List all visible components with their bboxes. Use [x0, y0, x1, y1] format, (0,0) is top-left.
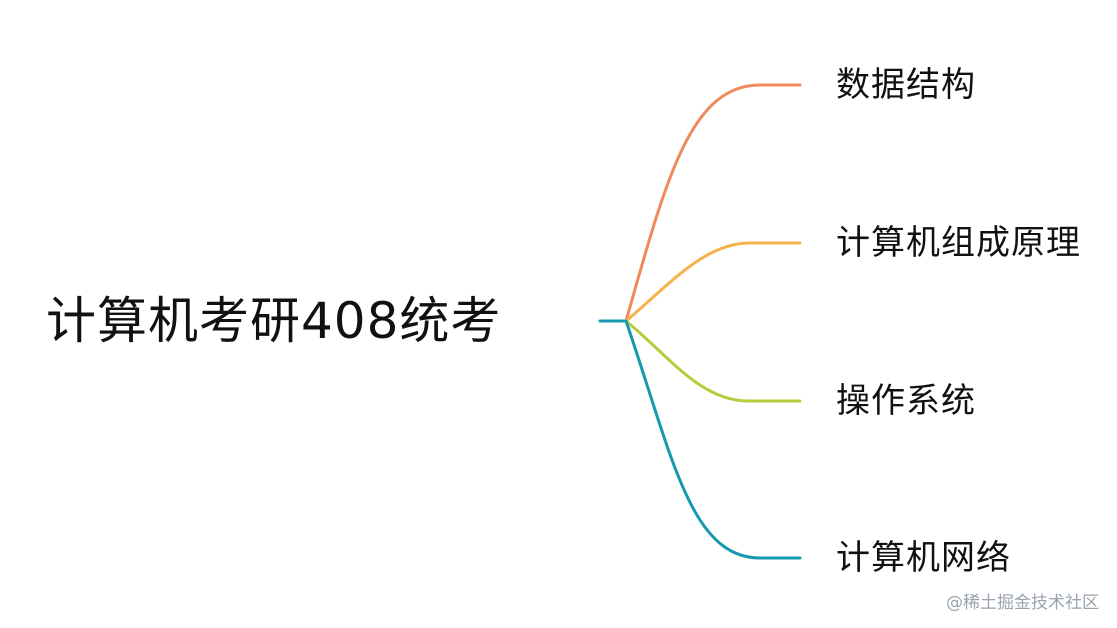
branch-line-operating-systems [624, 319, 802, 403]
branch-line-data-structures [624, 83, 802, 323]
branch-label-data-structures: 数据结构 [836, 65, 976, 105]
branch-label-computer-organization: 计算机组成原理 [836, 223, 1081, 263]
branch-label-operating-systems: 操作系统 [836, 381, 976, 421]
watermark-text: @稀土掘金技术社区 [946, 593, 1099, 613]
root-node-label: 计算机考研408统考 [46, 292, 502, 350]
branch-line-computer-organization [624, 241, 802, 323]
branch-line-computer-networks [624, 319, 802, 560]
branch-label-computer-networks: 计算机网络 [836, 538, 1011, 578]
